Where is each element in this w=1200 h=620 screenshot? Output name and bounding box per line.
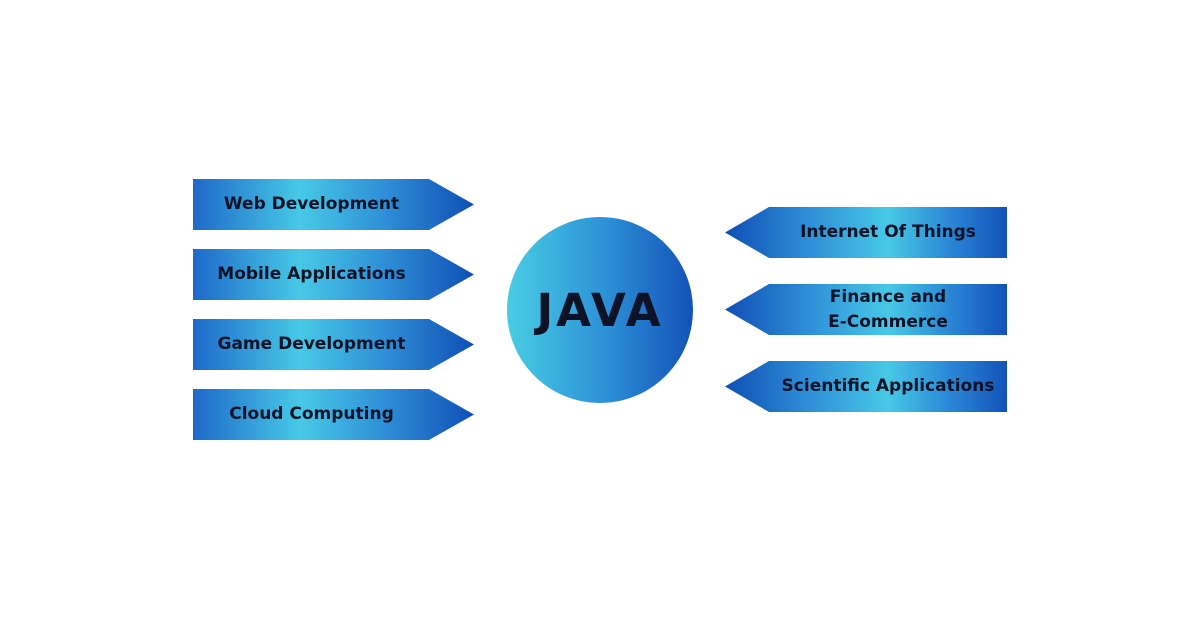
java-center-circle: JAVA <box>507 217 693 403</box>
use-case-label: Cloud Computing <box>229 404 394 425</box>
use-case-label: Mobile Applications <box>217 264 406 285</box>
use-case-label: Scientific Applications <box>781 376 995 397</box>
use-case-label: Web Development <box>223 194 400 215</box>
use-case-finance-ecommerce-arrow: Finance and E-Commerce <box>725 284 1007 335</box>
center-title: JAVA <box>536 283 664 337</box>
use-case-mobile-applications-arrow: Mobile Applications <box>193 249 474 300</box>
use-case-label: Internet Of Things <box>800 222 976 243</box>
use-case-internet-of-things-arrow: Internet Of Things <box>725 207 1007 258</box>
use-case-label: Game Development <box>217 334 406 355</box>
use-case-scientific-applications-arrow: Scientific Applications <box>725 361 1007 412</box>
use-case-web-development-arrow: Web Development <box>193 179 474 230</box>
use-case-cloud-computing-arrow: Cloud Computing <box>193 389 474 440</box>
use-case-label: Finance and E-Commerce <box>828 286 948 332</box>
use-case-game-development-arrow: Game Development <box>193 319 474 370</box>
